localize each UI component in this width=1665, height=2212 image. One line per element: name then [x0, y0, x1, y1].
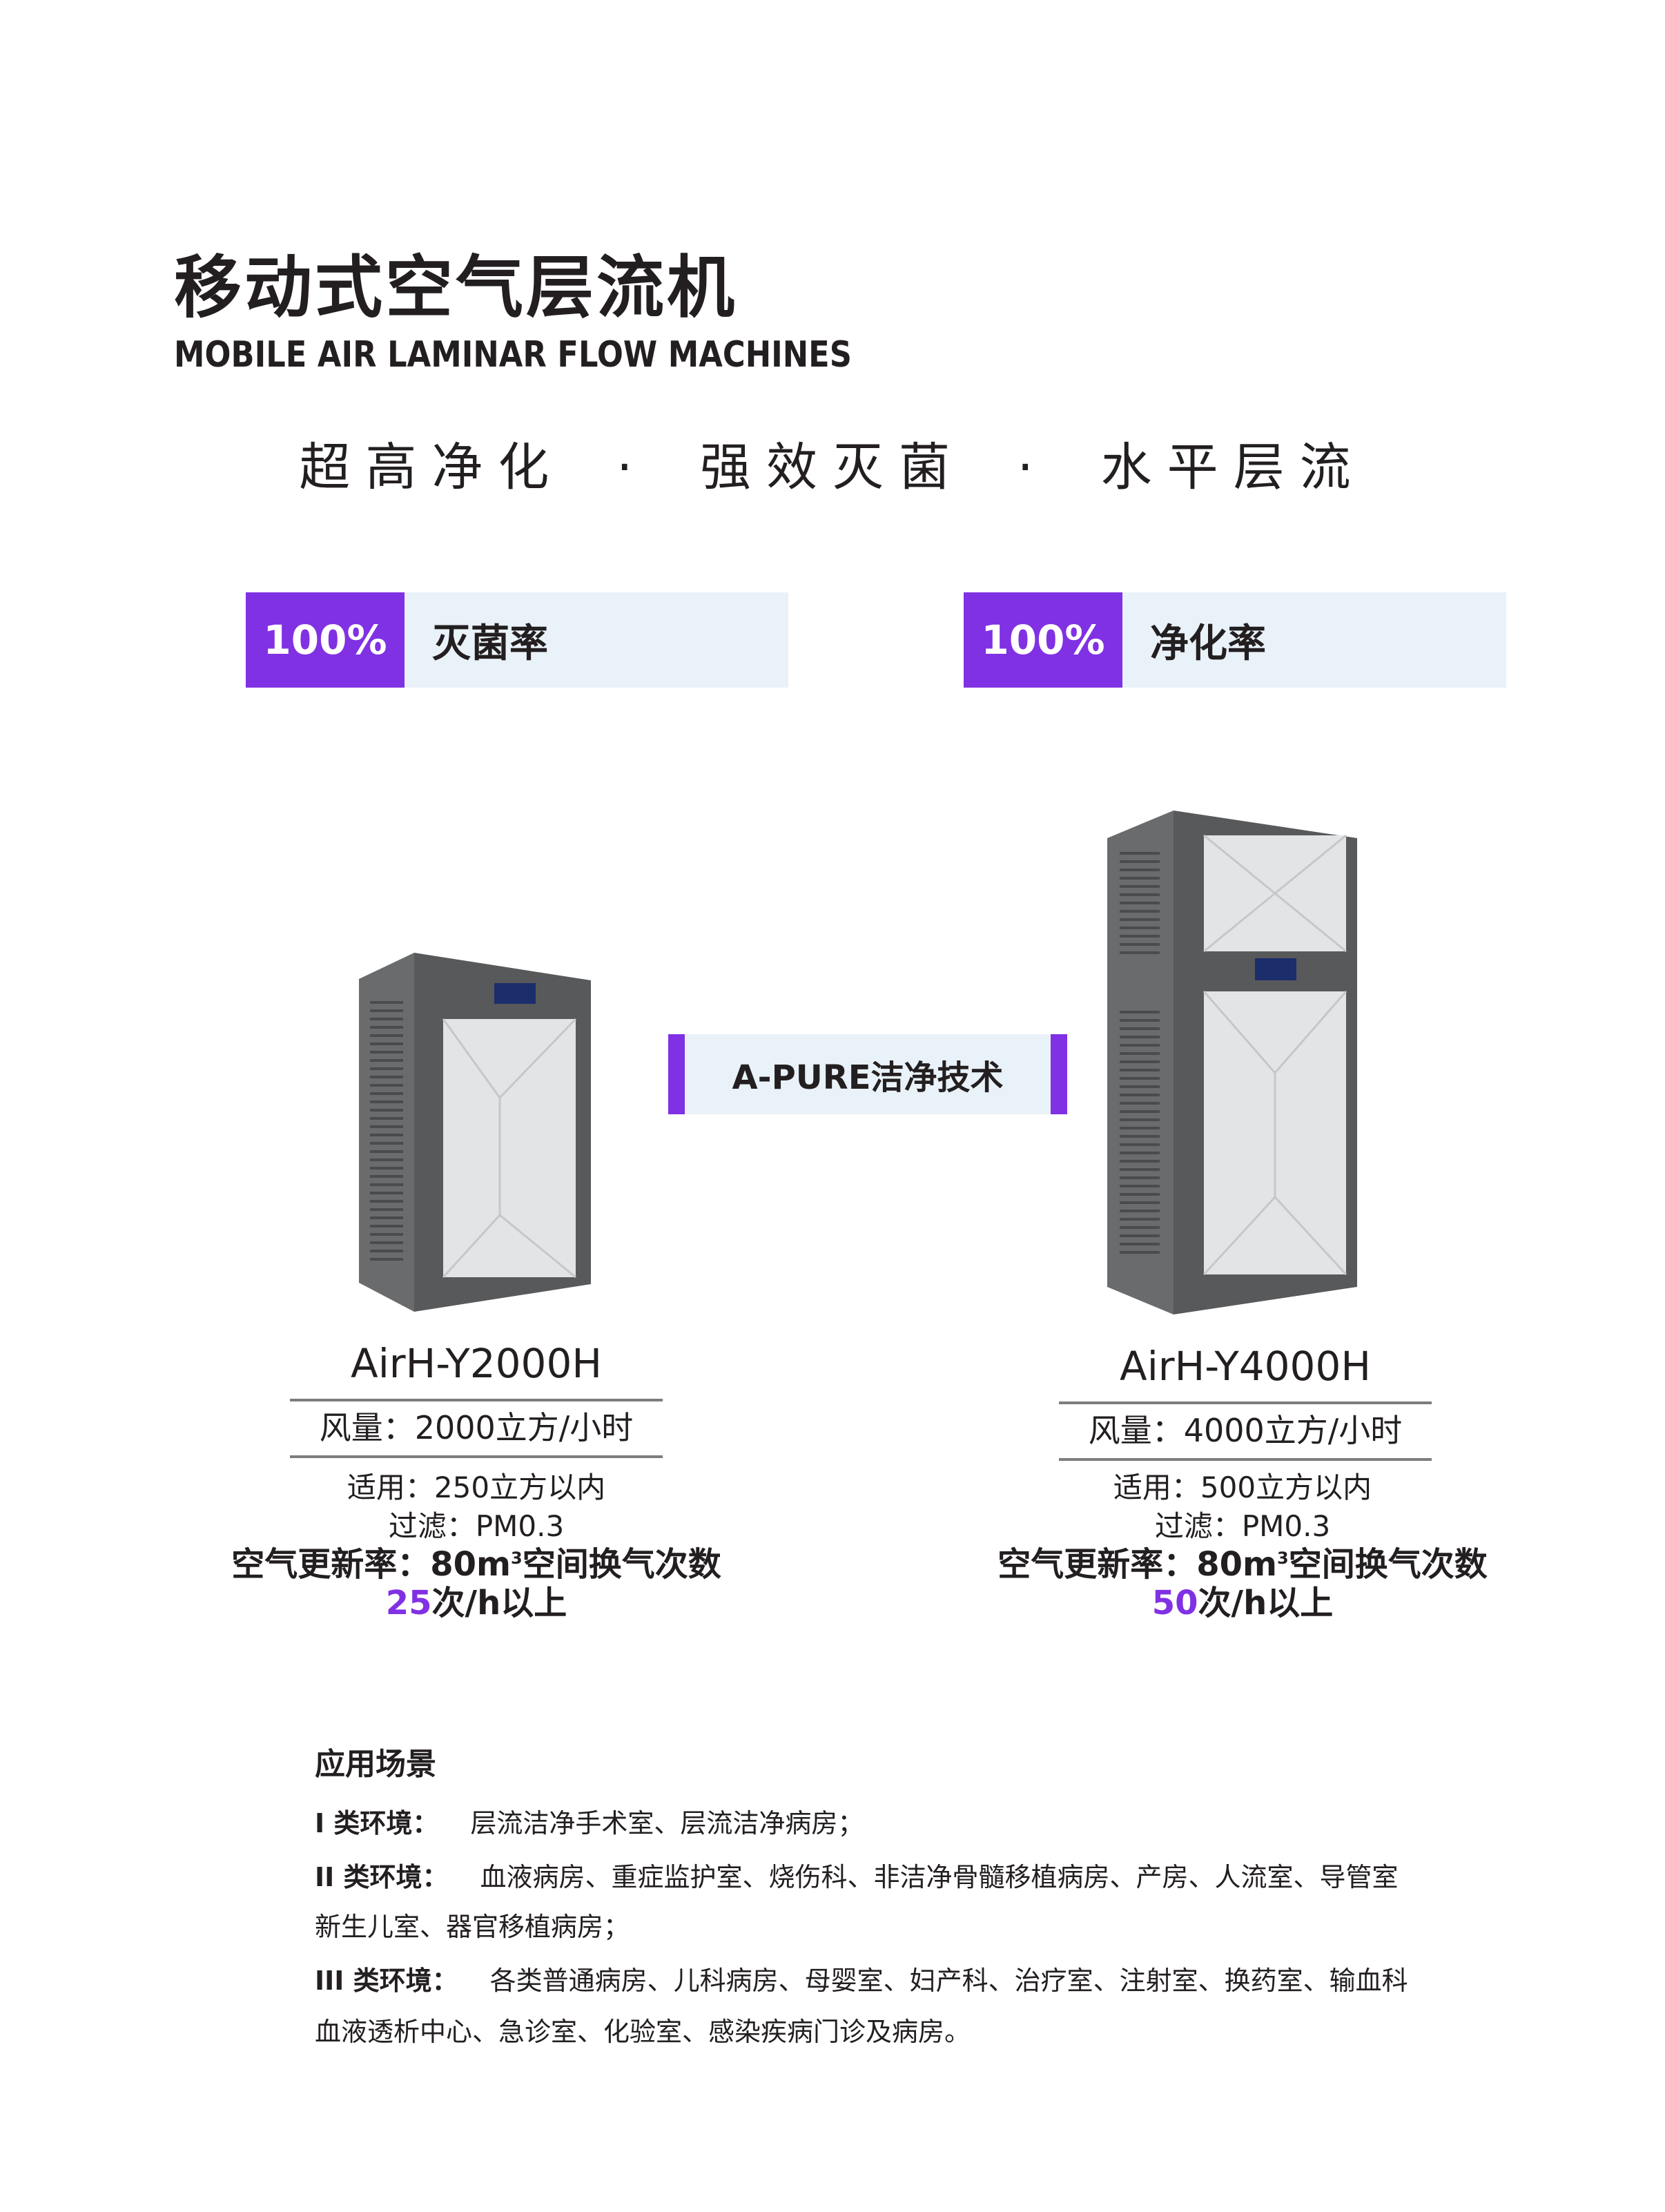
divider	[1059, 1401, 1432, 1404]
badge-label: 净化率	[1150, 621, 1266, 666]
rate-value: 25	[385, 1584, 432, 1622]
renewal-prefix: 空气更新率：80m	[997, 1545, 1278, 1584]
suitable-spec: 适用：500立方以内	[1113, 1471, 1372, 1504]
filter-spec: 过滤：PM0.3	[1154, 1509, 1331, 1543]
renewal-superscript: 3	[1277, 1549, 1289, 1568]
class2-line: II 类环境： 血液病房、重症监护室、烧伤科、非洁净骨髓移植病房、产房、人流室、导…	[315, 1864, 1399, 1890]
class1-label: I 类环境：	[315, 1808, 439, 1839]
class2-line-cont: 新生儿室、器官移植病房；	[315, 1912, 630, 1942]
slogan-item: 超高净化	[299, 438, 565, 497]
renewal-spec: 空气更新率：80m3空间换气次数	[932, 1548, 1553, 1581]
model-name: AirH-Y4000H	[1120, 1343, 1371, 1390]
rate-value: 50	[1151, 1584, 1198, 1622]
badge-label: 灭菌率	[432, 621, 548, 666]
product-image-y2000h	[359, 953, 591, 1312]
class3-line: III 类环境： 各类普通病房、儿科病房、母婴室、妇产科、治疗室、注射室、换药室、…	[315, 1968, 1408, 1994]
class1-text: 层流洁净手术室、层流洁净病房；	[470, 1808, 864, 1839]
product-image-y4000h	[1107, 811, 1357, 1314]
filter-spec: 过滤：PM0.3	[388, 1509, 565, 1543]
slogan-separator: ·	[616, 438, 648, 497]
class2-label: II 类环境：	[315, 1862, 449, 1892]
class3-line-cont: 血液透析中心、急诊室、化验室、感染疾病门诊及病房。	[315, 2017, 971, 2047]
class3-label: III 类环境：	[315, 1966, 458, 1996]
purification-badge: 100% 净化率	[964, 592, 1506, 688]
divider	[1059, 1458, 1432, 1461]
renewal-suffix: 空间换气次数	[1288, 1545, 1488, 1584]
divider	[290, 1455, 663, 1458]
badge-value: 100%	[964, 592, 1122, 688]
tech-label: A-PURE洁净技术	[668, 1034, 1067, 1114]
applications-title: 应用场景	[315, 1747, 436, 1782]
class3-text: 各类普通病房、儿科病房、母婴室、妇产科、治疗室、注射室、换药室、输血科	[489, 1966, 1408, 1996]
renewal-prefix: 空气更新率：80m	[231, 1545, 512, 1584]
sterilization-badge: 100% 灭菌率	[246, 592, 788, 688]
renewal-superscript: 3	[511, 1549, 523, 1568]
page-subtitle: MOBILE AIR LAMINAR FLOW MACHINES	[174, 334, 852, 376]
class2-text: 血液病房、重症监护室、烧伤科、非洁净骨髓移植病房、产房、人流室、导管室	[480, 1862, 1399, 1892]
slogan-item: 强效灭菌	[700, 438, 965, 497]
badge-value: 100%	[246, 592, 405, 688]
rate-spec: 50次/h以上	[932, 1587, 1553, 1620]
slogan-item: 水平层流	[1100, 438, 1366, 497]
page-title: 移动式空气层流机	[174, 249, 738, 327]
airflow-spec: 风量：4000立方/小时	[1088, 1412, 1403, 1449]
renewal-spec: 空气更新率：80m3空间换气次数	[166, 1548, 787, 1581]
renewal-suffix: 空间换气次数	[522, 1545, 721, 1584]
rate-unit: 次/h以上	[1198, 1584, 1334, 1622]
slogan: 超高净化 · 强效灭菌 · 水平层流	[0, 442, 1665, 493]
slogan-separator: ·	[1017, 438, 1049, 497]
class1-line: I 类环境： 层流洁净手术室、层流洁净病房；	[315, 1810, 864, 1836]
rate-unit: 次/h以上	[431, 1584, 567, 1622]
rate-spec: 25次/h以上	[166, 1587, 787, 1620]
model-name: AirH-Y2000H	[351, 1340, 602, 1387]
airflow-spec: 风量：2000立方/小时	[319, 1409, 634, 1446]
divider	[290, 1399, 663, 1401]
suitable-spec: 适用：250立方以内	[347, 1471, 606, 1504]
